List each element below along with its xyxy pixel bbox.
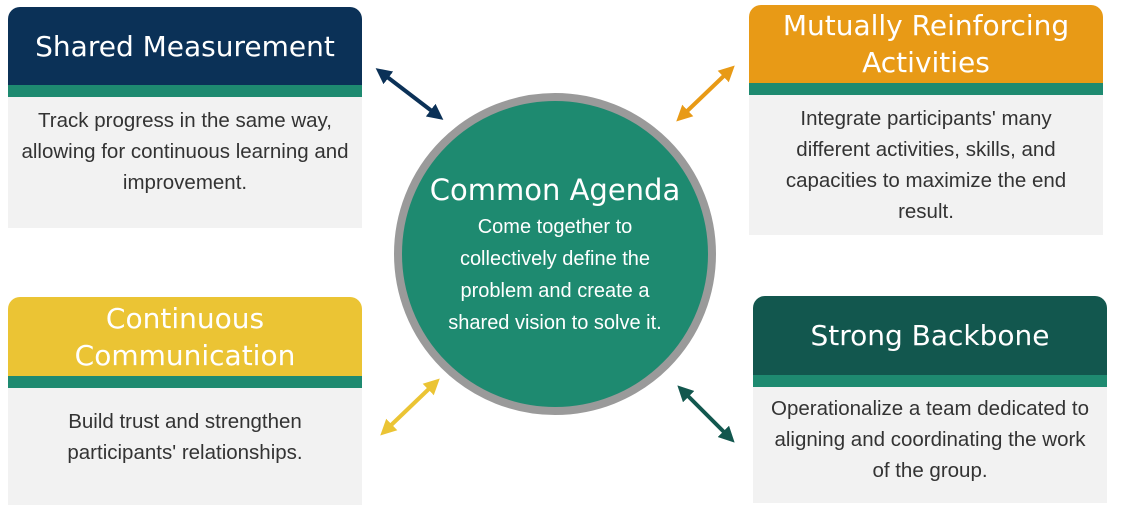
card-title: Continuous Communication bbox=[8, 297, 362, 376]
card-text: Track progress in the same way, allowing… bbox=[8, 97, 362, 228]
common-agenda-circle: Common Agenda Come together to collectiv… bbox=[394, 93, 716, 415]
card-shared-measurement: Shared Measurement Track progress in the… bbox=[8, 7, 362, 228]
card-title: Mutually Reinforcing Activities bbox=[749, 5, 1103, 83]
card-continuous-communication: Continuous Communication Build trust and… bbox=[8, 297, 362, 505]
double-arrow-icon bbox=[676, 65, 735, 122]
divider bbox=[8, 376, 362, 388]
card-title: Strong Backbone bbox=[753, 296, 1107, 375]
card-title: Shared Measurement bbox=[8, 7, 362, 85]
divider bbox=[749, 83, 1103, 95]
card-text: Build trust and strengthen participants'… bbox=[8, 388, 362, 505]
center-text: Come together to collectively define the… bbox=[448, 216, 662, 334]
double-arrow-icon bbox=[375, 68, 444, 120]
divider bbox=[753, 375, 1107, 387]
card-mutually-reinforcing-activities: Mutually Reinforcing Activities Integrat… bbox=[749, 5, 1103, 235]
card-text: Integrate participants' many different a… bbox=[749, 95, 1103, 235]
card-text: Operationalize a team dedicated to align… bbox=[753, 387, 1107, 503]
divider bbox=[8, 85, 362, 97]
center-title: Common Agenda bbox=[429, 173, 681, 207]
card-strong-backbone: Strong Backbone Operationalize a team de… bbox=[753, 296, 1107, 503]
double-arrow-icon bbox=[380, 378, 440, 436]
double-arrow-icon bbox=[677, 385, 735, 443]
